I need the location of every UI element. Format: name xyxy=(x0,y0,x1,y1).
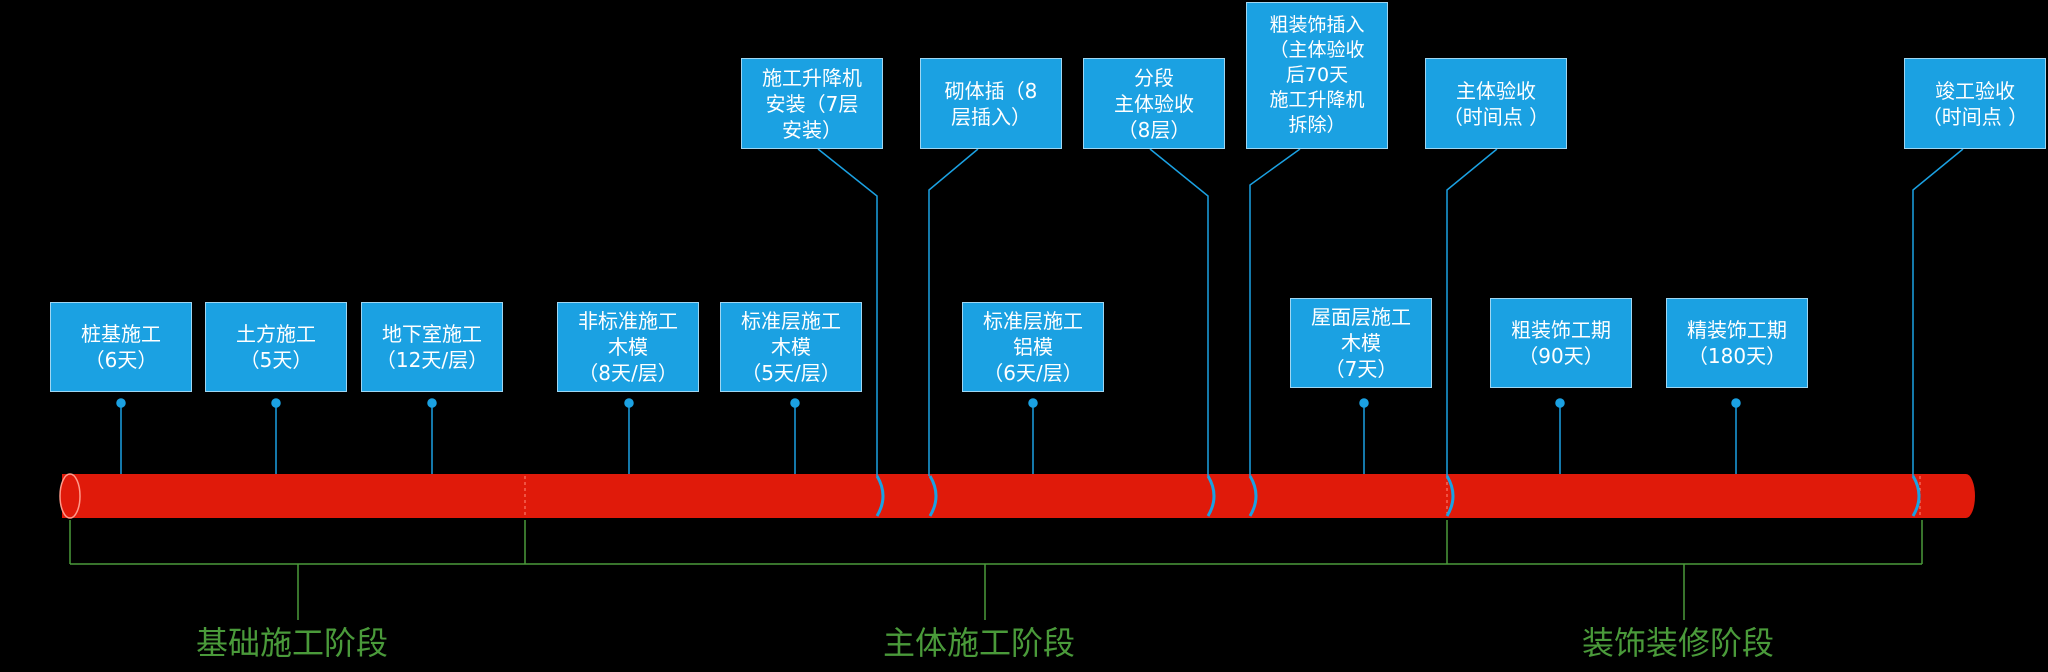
phase-label-decoration: 装饰装修阶段 xyxy=(1582,624,1775,662)
task-dot-6 xyxy=(1028,398,1038,408)
milestone-marker-1 xyxy=(875,475,885,517)
milestone-marker-5 xyxy=(1445,475,1455,517)
task-box-earthwork: 土方施工 （5天） xyxy=(205,302,347,392)
task-dot-5 xyxy=(790,398,800,408)
task-box-standard-wood: 标准层施工 木模 （5天/层） xyxy=(720,302,862,392)
task-label: 屋面层施工 木模 （7天） xyxy=(1311,305,1411,381)
task-dot-3 xyxy=(427,398,437,408)
task-dot-7 xyxy=(1359,398,1369,408)
task-box-pile-foundation: 桩基施工 （6天） xyxy=(50,302,192,392)
task-box-fine-decoration: 精装饰工期 （180天） xyxy=(1666,298,1808,388)
timeline-bar-start-cap xyxy=(59,473,81,519)
task-connectors xyxy=(116,398,1741,474)
task-box-rough-decoration: 粗装饰工期 （90天） xyxy=(1490,298,1632,388)
phase-bracket xyxy=(69,520,1923,620)
milestone-leader-4 xyxy=(1249,148,1301,476)
milestone-box-main-acceptance: 主体验收 （时间点 ） xyxy=(1425,58,1567,149)
milestone-marker-3 xyxy=(1206,475,1216,517)
phase-label-main-structure: 主体施工阶段 xyxy=(883,624,1076,662)
task-box-roof: 屋面层施工 木模 （7天） xyxy=(1290,298,1432,388)
milestone-leader-1 xyxy=(817,148,878,476)
milestone-marker-6 xyxy=(1911,475,1921,517)
milestone-box-rough-decoration-insert: 粗装饰插入 （主体验收 后70天 施工升降机 拆除） xyxy=(1246,2,1388,149)
phase-label-foundation: 基础施工阶段 xyxy=(196,624,389,662)
task-label: 标准层施工 铝模 （6天/层） xyxy=(983,309,1083,385)
milestone-box-completion-acceptance: 竣工验收 （时间点 ） xyxy=(1904,58,2046,149)
task-dot-9 xyxy=(1731,398,1741,408)
task-box-nonstandard-wood: 非标准施工 木模 （8天/层） xyxy=(557,302,699,392)
milestone-label: 粗装饰插入 （主体验收 后70天 施工升降机 拆除） xyxy=(1269,14,1365,136)
timeline-bar-end-cap xyxy=(1957,474,1975,518)
milestone-box-masonry: 砌体插（8 层插入） xyxy=(920,58,1062,149)
task-dot-2 xyxy=(271,398,281,408)
task-label: 土方施工 （5天） xyxy=(236,322,316,372)
task-dot-4 xyxy=(624,398,634,408)
milestone-label: 竣工验收 （时间点 ） xyxy=(1921,78,2029,129)
timeline-bar xyxy=(62,474,1966,518)
task-dot-1 xyxy=(116,398,126,408)
milestone-leader-2 xyxy=(928,148,979,476)
milestone-leaders xyxy=(817,148,1964,476)
milestone-leader-5 xyxy=(1446,148,1498,476)
milestone-box-staged-acceptance: 分段 主体验收 （8层） xyxy=(1083,58,1225,149)
milestone-leader-6 xyxy=(1912,148,1964,476)
milestone-label: 主体验收 （时间点 ） xyxy=(1442,78,1550,129)
task-box-standard-aluminum: 标准层施工 铝模 （6天/层） xyxy=(962,302,1104,392)
milestone-leader-3 xyxy=(1149,148,1209,476)
milestone-marker-4 xyxy=(1248,475,1258,517)
milestone-label: 施工升降机 安装（7层 安装） xyxy=(762,65,862,142)
task-dot-8 xyxy=(1555,398,1565,408)
milestone-label: 砌体插（8 层插入） xyxy=(944,78,1038,129)
task-label: 标准层施工 木模 （5天/层） xyxy=(741,309,841,385)
milestone-box-hoist-install: 施工升降机 安装（7层 安装） xyxy=(741,58,883,149)
task-label: 精装饰工期 （180天） xyxy=(1687,318,1787,368)
task-label: 非标准施工 木模 （8天/层） xyxy=(578,309,678,385)
task-label: 地下室施工 （12天/层） xyxy=(375,322,489,372)
task-box-basement: 地下室施工 （12天/层） xyxy=(361,302,503,392)
task-label: 粗装饰工期 （90天） xyxy=(1511,318,1611,368)
milestone-label: 分段 主体验收 （8层） xyxy=(1114,65,1194,142)
task-label: 桩基施工 （6天） xyxy=(81,322,161,372)
milestone-marker-2 xyxy=(928,475,938,517)
